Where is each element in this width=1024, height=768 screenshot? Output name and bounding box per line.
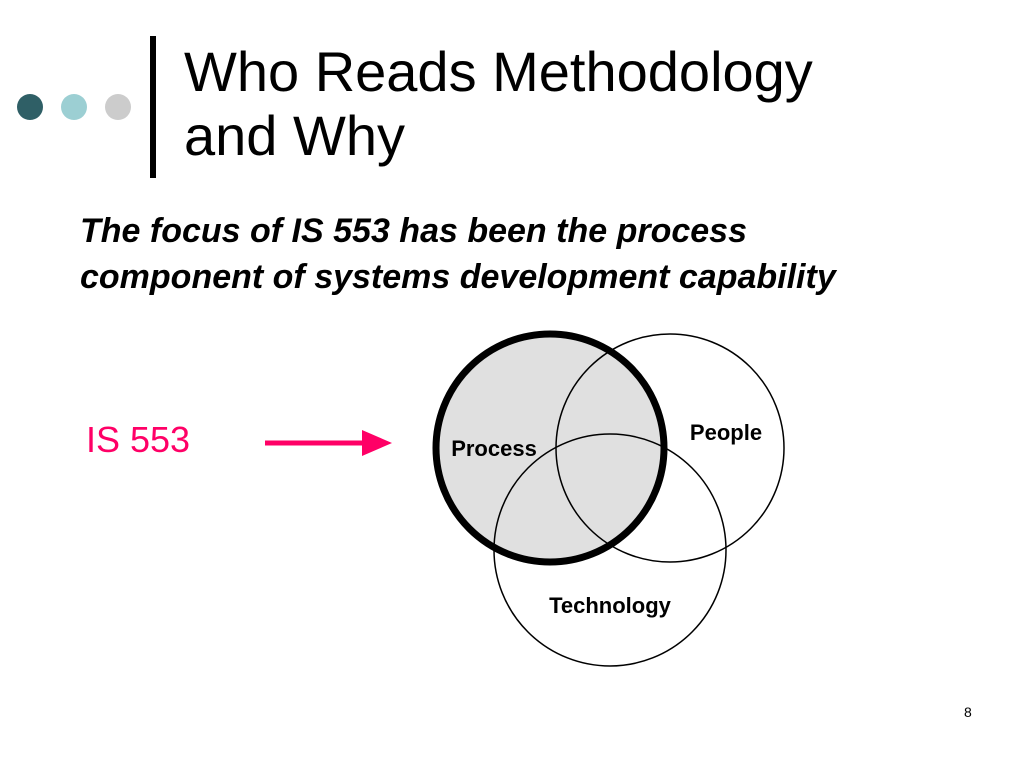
page-number: 8 <box>964 704 972 720</box>
people-label: People <box>690 420 762 445</box>
slide-title-line-2: and Why <box>184 104 405 167</box>
process-circle-fill <box>434 332 666 564</box>
slide-title-line-1: Who Reads Methodology <box>184 40 813 103</box>
slide-subtitle-line-1: The focus of IS 553 has been the process <box>80 212 747 250</box>
slide-title: Who Reads Methodology and Why <box>184 40 813 168</box>
decor-dot-light <box>61 94 87 120</box>
slide-subtitle: The focus of IS 553 has been the process… <box>80 208 1010 300</box>
process-circle <box>432 330 668 566</box>
slide-subtitle-line-2: component of systems development capabil… <box>80 258 836 296</box>
process-label: Process <box>451 436 537 461</box>
course-label: IS 553 <box>86 419 191 460</box>
technology-label: Technology <box>549 593 672 618</box>
decor-dot-dark <box>17 94 43 120</box>
pointer-arrow-head <box>362 430 392 456</box>
title-divider <box>150 36 156 178</box>
decor-dot-gray <box>105 94 131 120</box>
